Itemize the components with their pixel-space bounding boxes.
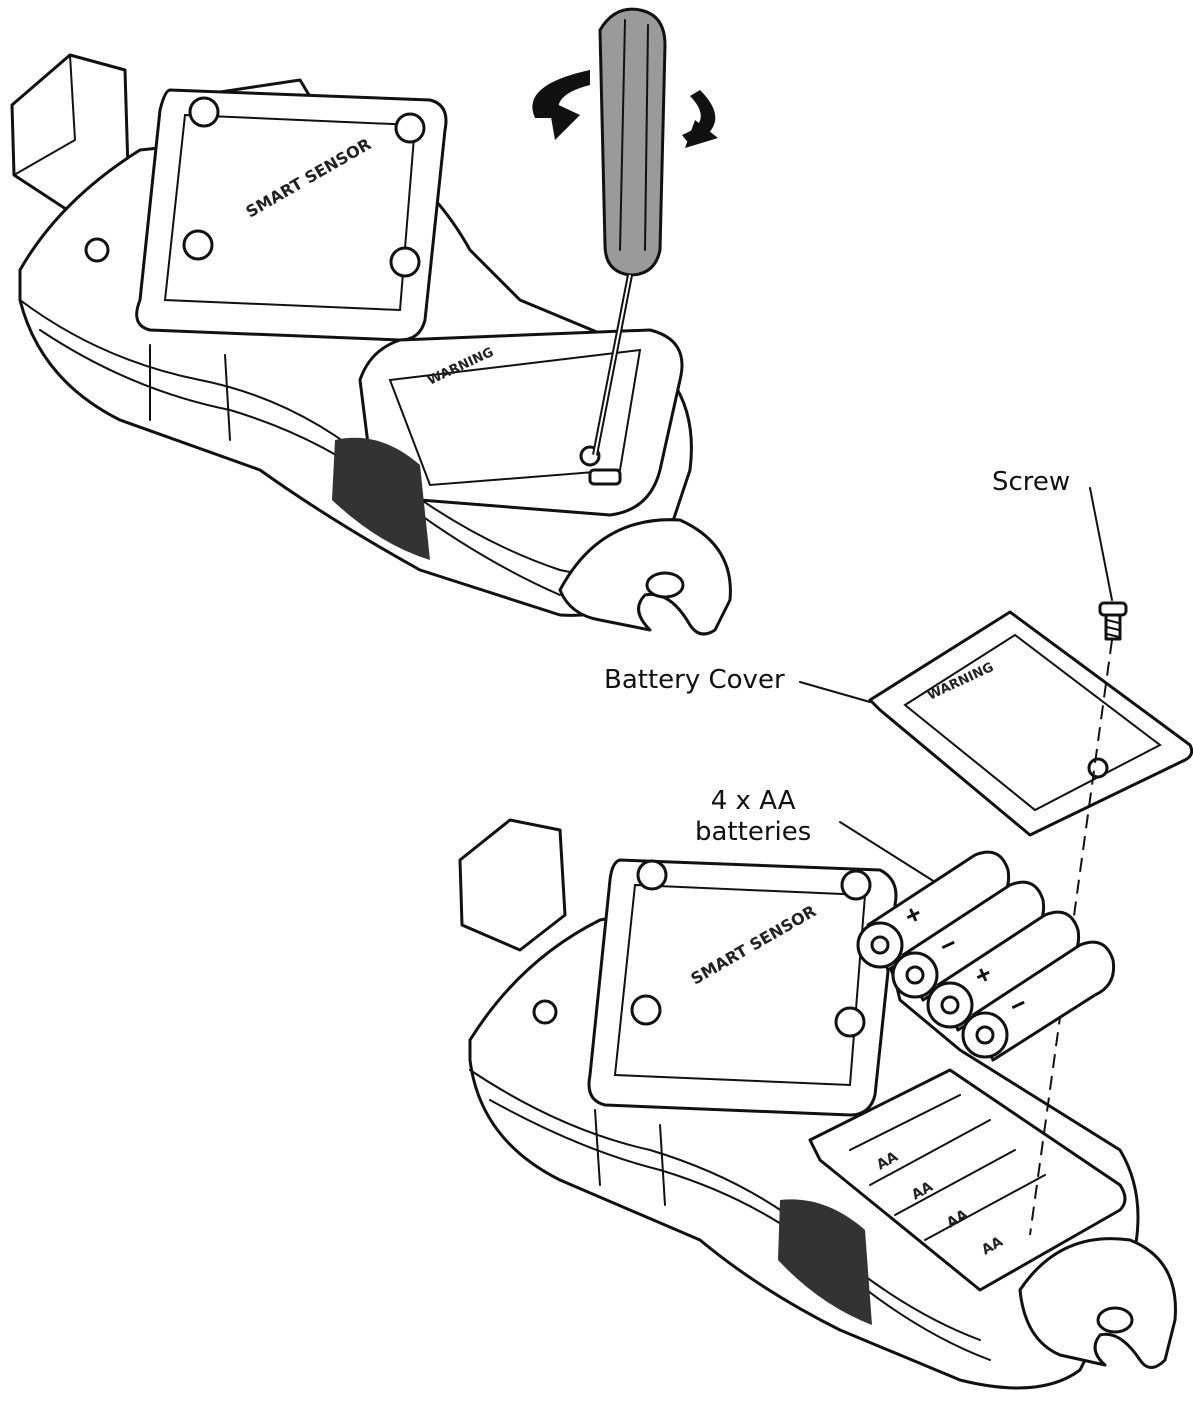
cover-latch — [588, 468, 622, 486]
batteries-label: 4 x AA batteries — [695, 786, 811, 848]
pad-screw-hole — [188, 96, 220, 128]
battery-cover-label: Battery Cover — [604, 665, 785, 695]
aa-batteries: + − + − — [856, 850, 1116, 1062]
batteries-label-line2: batteries — [695, 817, 812, 847]
batteries-label-line1: 4 x AA — [710, 786, 796, 816]
aa-battery: + — [926, 910, 1081, 1032]
screwdriver — [592, 7, 667, 456]
grip-pad-bottom — [778, 1199, 872, 1325]
battery-cover-part: WARNING — [799, 610, 1193, 837]
pad-screw-hole — [389, 246, 421, 278]
batteries-leader-line — [839, 821, 936, 883]
aa-battery: + — [856, 850, 1011, 972]
screw-part — [1089, 487, 1128, 641]
grip-pad-top — [332, 437, 430, 560]
aa-battery: − — [961, 940, 1116, 1062]
body-screw-hole — [84, 237, 110, 263]
pad-screw-hole — [182, 229, 214, 261]
device-bottom: SMART SENSOR AA AA AA AA — [458, 639, 1177, 1390]
screw-label: Screw — [992, 467, 1071, 497]
aa-battery: − — [891, 880, 1046, 1002]
screw-alignment-line — [1029, 639, 1113, 1236]
rotation-arrow-icon — [532, 70, 718, 148]
pad-screw-hole — [394, 112, 426, 144]
device-top: SMART SENSOR WARNING — [10, 53, 732, 636]
